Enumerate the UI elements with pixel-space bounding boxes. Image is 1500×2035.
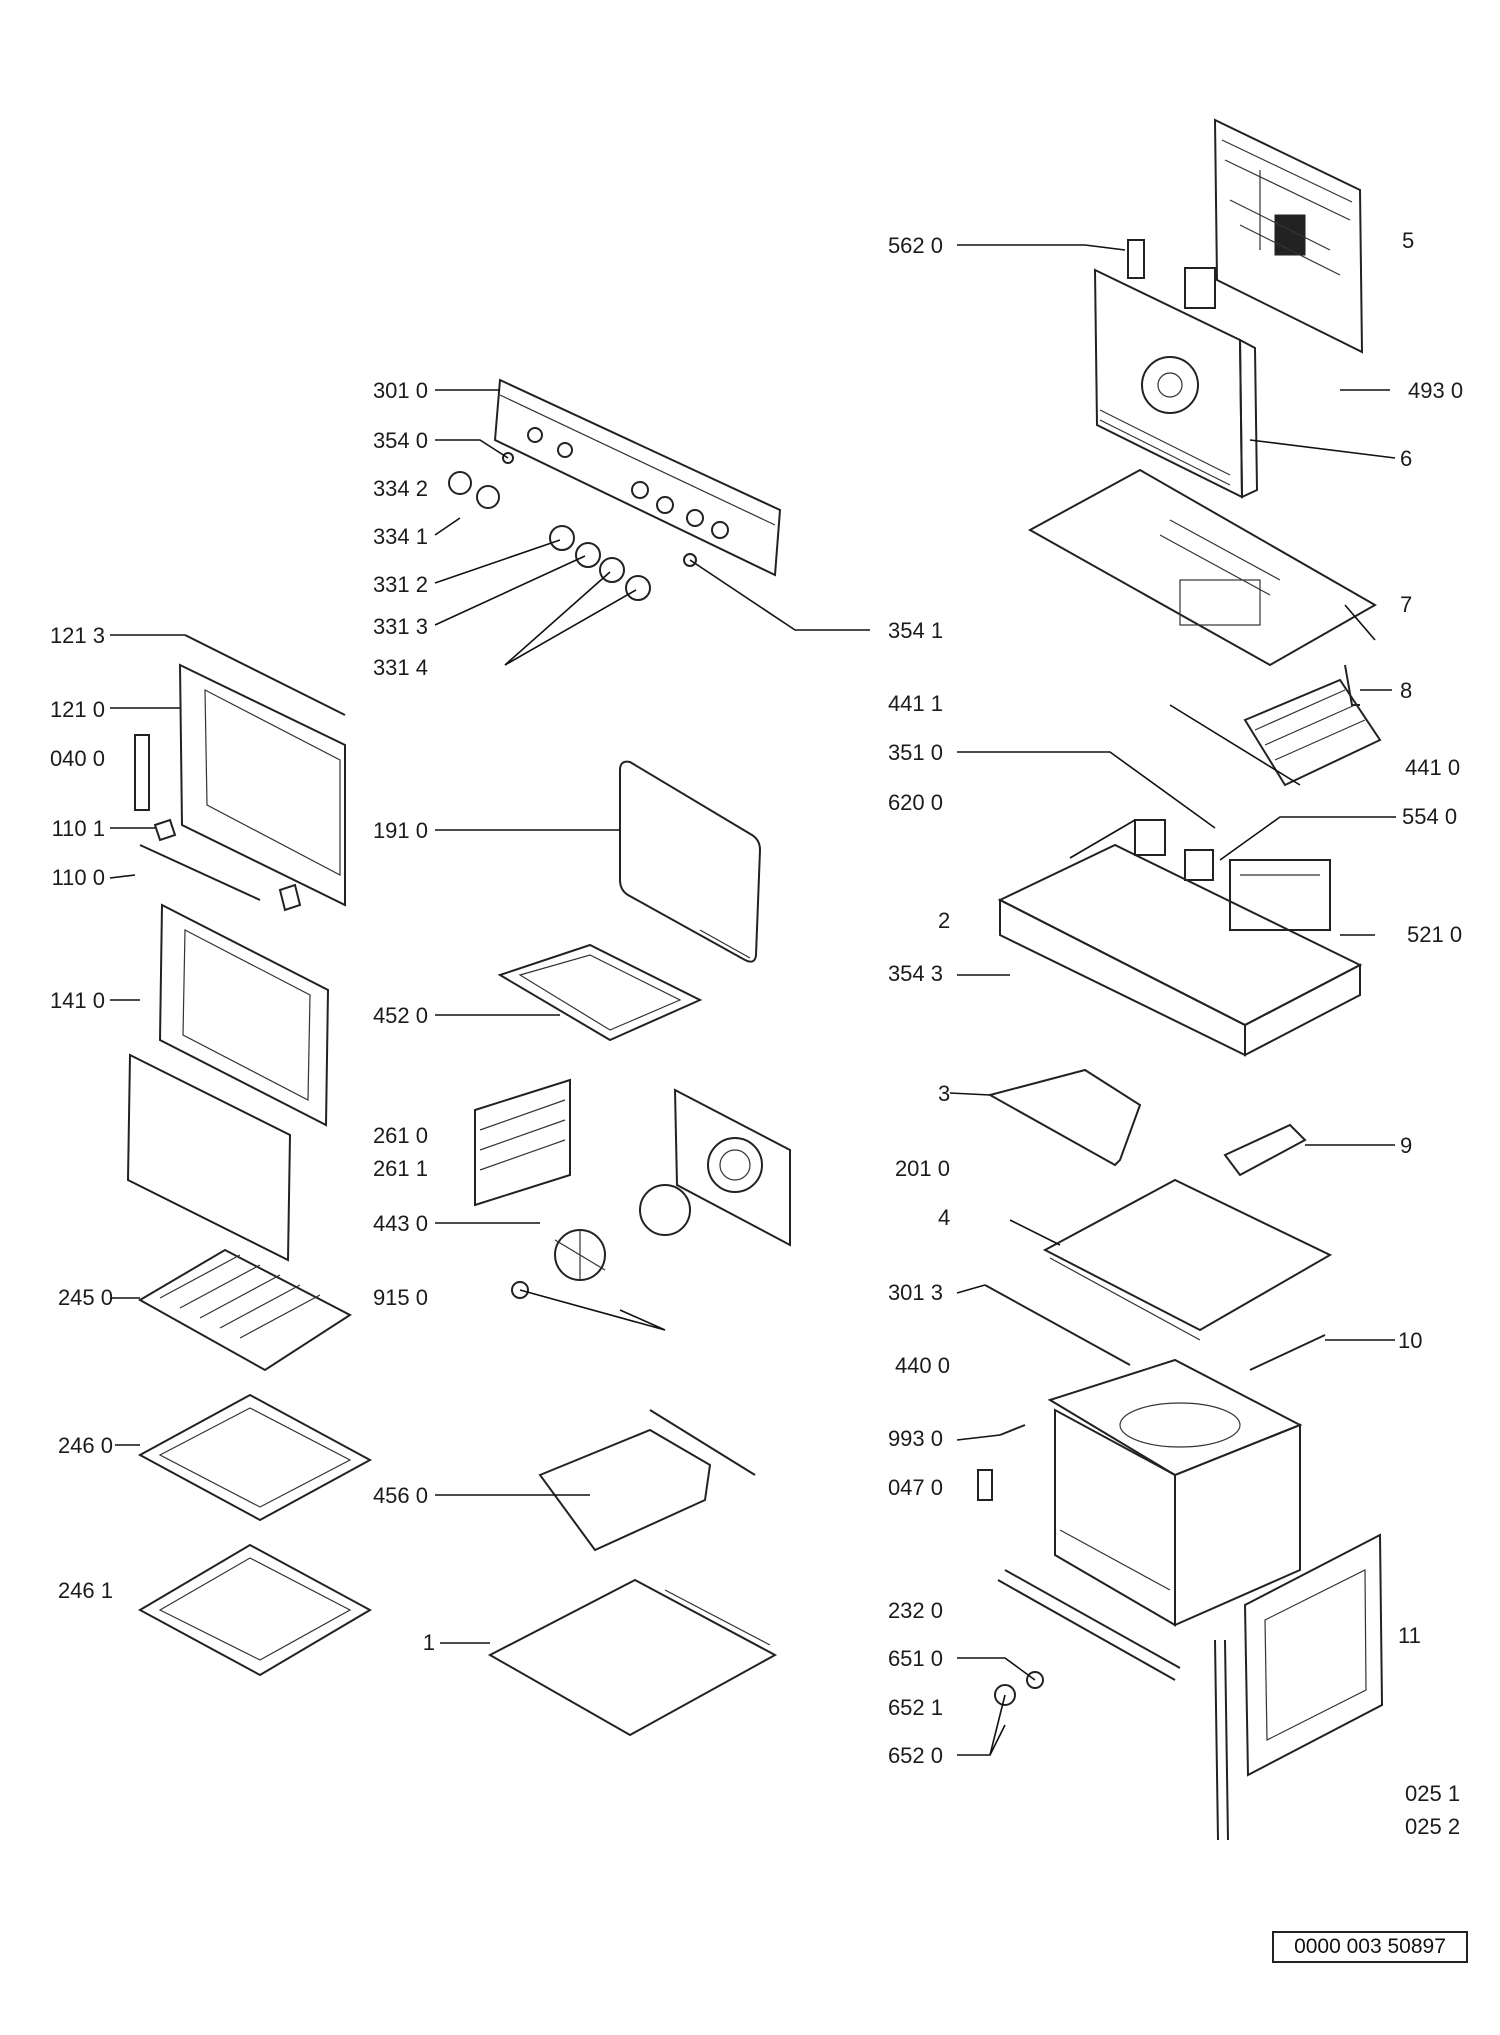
label-301-0: 301 0 [372, 378, 428, 403]
label-2: 2 [938, 908, 951, 933]
label-025-2: 025 2 [1405, 1814, 1461, 1839]
label-121-3: 121 3 [49, 623, 105, 648]
part-232-rail [997, 1569, 1181, 1681]
part-301-control-panel [493, 378, 782, 577]
label-110-1: 110 1 [51, 816, 105, 841]
part-fan-cover [673, 1088, 791, 1247]
label-334-1: 334 1 [372, 524, 428, 549]
control-knobs [448, 452, 697, 601]
label-261-0: 261 0 [372, 1123, 428, 1148]
label-141-0: 141 0 [49, 988, 105, 1013]
label-554-0: 554 0 [1402, 804, 1458, 829]
label-443-0: 443 0 [372, 1211, 428, 1236]
label-620-0: 620 0 [887, 790, 943, 815]
label-4: 4 [938, 1205, 951, 1230]
label-9: 9 [1400, 1133, 1413, 1158]
leader-lines [109, 244, 1396, 1756]
label-441-0: 441 0 [1405, 755, 1461, 780]
label-331-4: 331 4 [372, 655, 428, 680]
label-351-0: 351 0 [887, 740, 943, 765]
label-521-0: 521 0 [1407, 922, 1463, 947]
label-7: 7 [1400, 592, 1413, 617]
label-6: 6 [1400, 446, 1413, 471]
part-246-0-baking-tray [137, 1393, 373, 1522]
label-246-1: 246 1 [57, 1578, 113, 1603]
label-261-1: 261 1 [372, 1156, 428, 1181]
document-number-box: 0000 003 50897 [1272, 1931, 1468, 1963]
part-7-top-plate [1027, 468, 1378, 667]
part-6-back-wall [1093, 239, 1259, 499]
label-246-0: 246 0 [57, 1433, 113, 1458]
label-652-0: 652 0 [887, 1743, 943, 1768]
part-441-fan [1169, 678, 1382, 787]
label-452-0: 452 0 [372, 1003, 428, 1028]
label-331-3: 331 3 [372, 614, 428, 639]
label-1: 1 [422, 1630, 435, 1655]
label-191-0: 191 0 [372, 818, 428, 843]
label-440-0: 440 0 [894, 1353, 950, 1378]
part-4-plate [1042, 1178, 1333, 1341]
part-301-3-rod [984, 1284, 1131, 1366]
part-11-door-frame [1214, 1533, 1384, 1841]
label-040-0: 040 0 [49, 746, 105, 771]
label-354-0: 354 0 [372, 428, 428, 453]
part-door-inner-glass [126, 1053, 292, 1262]
label-331-2: 331 2 [372, 572, 428, 597]
label-441-1: 441 1 [887, 691, 943, 716]
label-354-1: 354 1 [888, 618, 944, 643]
label-5: 5 [1402, 228, 1415, 253]
small-parts-right [977, 1424, 1044, 1706]
label-915-0: 915 0 [372, 1285, 428, 1310]
part-452-wire-rack [497, 943, 703, 1042]
part-141-door-glass [158, 903, 330, 1127]
label-025-1: 025 1 [1405, 1781, 1461, 1806]
part-121-door-frame [178, 634, 346, 907]
label-3: 3 [938, 1081, 951, 1106]
label-562-0: 562 0 [887, 233, 943, 258]
part-440-oven-cavity [1047, 1358, 1303, 1627]
label-301-3: 301 3 [887, 1280, 943, 1305]
label-201-0: 201 0 [894, 1156, 950, 1181]
part-443-convection-fan [511, 1184, 691, 1299]
label-993-0: 993 0 [887, 1426, 943, 1451]
label-354-3: 354 3 [887, 961, 943, 986]
label-456-0: 456 0 [372, 1483, 428, 1508]
label-8: 8 [1400, 678, 1413, 703]
part-456-tray [538, 1409, 756, 1552]
label-652-1: 652 1 [887, 1695, 943, 1720]
part-245-grill-rack [137, 1248, 352, 1372]
label-10: 10 [1398, 1328, 1423, 1353]
label-121-0: 121 0 [49, 697, 105, 722]
label-232-0: 232 0 [887, 1598, 943, 1623]
label-110-0: 110 0 [51, 865, 105, 890]
part-246-1-baking-tray [137, 1543, 373, 1677]
part-9-module [1223, 1123, 1307, 1177]
part-191-glass-plate [619, 760, 762, 963]
part-3-bracket [987, 1068, 1142, 1167]
part-5-rear-panel [1213, 118, 1364, 354]
label-493-0: 493 0 [1408, 378, 1464, 403]
label-651-0: 651 0 [887, 1646, 943, 1671]
label-245-0: 245 0 [57, 1285, 113, 1310]
part-2-base-tray [997, 819, 1363, 1057]
label-334-2: 334 2 [372, 476, 428, 501]
part-040-hinge [134, 734, 150, 811]
part-10-rod [1249, 1334, 1326, 1371]
part-261-side-rails [474, 1078, 571, 1207]
part-110-handle [139, 818, 302, 912]
part-1-floor-plate [487, 1578, 778, 1737]
label-11: 11 [1398, 1623, 1421, 1648]
label-047-0: 047 0 [887, 1475, 943, 1500]
